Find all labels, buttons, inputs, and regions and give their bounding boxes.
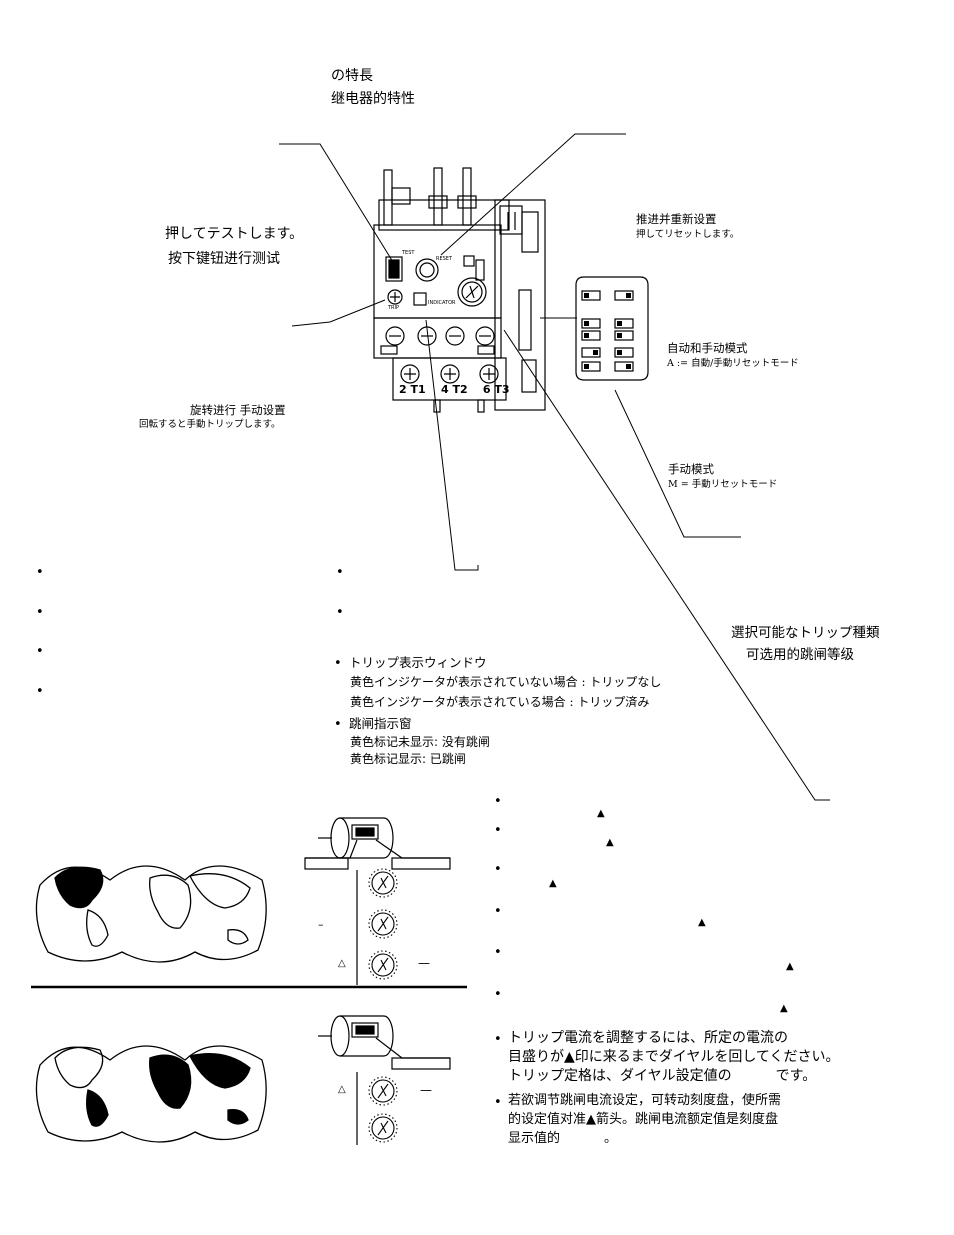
triangle-2: ▲ bbox=[606, 837, 614, 848]
adjust-zh-3a: 显示值的 bbox=[508, 1131, 561, 1146]
dial-upper-1 bbox=[368, 868, 398, 898]
dial-knob-lower bbox=[318, 1015, 451, 1145]
adjust-jp-3: トリップ定格は、ダイヤル設定値の です。 bbox=[508, 1068, 816, 1086]
callout-reset-zh: 推进并重新设置 bbox=[636, 212, 717, 226]
triangle-3: ▲ bbox=[549, 878, 557, 889]
title-line-1: の特長 bbox=[331, 68, 373, 84]
adjust-zh-3b: 。 bbox=[604, 1131, 618, 1146]
trip-window-title-jp: トリップ表示ウィンドウ bbox=[349, 655, 487, 670]
label-reset: RESET bbox=[436, 256, 453, 262]
bullet-mid-2: • bbox=[336, 605, 344, 620]
triangle-5: ▲ bbox=[786, 961, 794, 972]
auto-jp-text: 自動/手動リセットモード bbox=[691, 358, 799, 369]
bullet-right-3: • bbox=[494, 862, 502, 877]
overload-relay-drawing bbox=[373, 167, 546, 413]
callout-trip-class-zh: 可选用的跳闸等级 bbox=[746, 647, 854, 663]
callout-manual-jp: M = 手動リセットモード bbox=[668, 479, 777, 491]
dial-lower-1 bbox=[368, 1076, 398, 1106]
label-trip: TRIP bbox=[388, 305, 400, 311]
adjust-jp-3a: トリップ定格は、ダイヤル設定値の bbox=[508, 1068, 732, 1084]
label-terminals: 2 T1 4 T2 6 T3 bbox=[399, 383, 510, 396]
bullet-trip-window-zh: • bbox=[334, 717, 342, 732]
callout-manual-trip-zh: 旋转进行 手动设置 bbox=[190, 403, 286, 417]
bullet-left-4: • bbox=[36, 684, 44, 699]
trip-window-no-trip-jp: 黄色インジケータが表示されていない場合 : トリップなし bbox=[350, 675, 662, 689]
triangle-6: ▲ bbox=[780, 1003, 788, 1014]
label-indicator: INDICATOR bbox=[428, 300, 456, 306]
label-test: TEST bbox=[402, 250, 415, 256]
world-map-upper bbox=[35, 865, 267, 963]
dial-upper-2 bbox=[368, 909, 398, 939]
bullet-left-3: • bbox=[36, 644, 44, 659]
trip-window-tripped-jp: 黄色インジケータが表示されている場合 : トリップ済み bbox=[350, 695, 650, 709]
symbol-long-dash-upper: — bbox=[418, 956, 430, 970]
leader-trip-class bbox=[503, 329, 830, 801]
trip-window-no-trip-zh: 黄色标记未显示: 没有跳闸 bbox=[350, 735, 490, 749]
bullet-right-2: • bbox=[494, 823, 502, 838]
triangle-1: ▲ bbox=[597, 808, 605, 819]
adjust-jp-2: 目盛りが▲印に来るまでダイヤルを回してください。 bbox=[508, 1049, 840, 1065]
bullet-adjust-jp: • bbox=[494, 1032, 502, 1047]
adjust-zh-1: 若欲调节跳闸电流设定，可转动刻度盘，使所需 bbox=[508, 1093, 782, 1108]
leader-manual-mode bbox=[614, 389, 741, 538]
symbol-delta-lower: △ bbox=[338, 1084, 346, 1095]
callout-auto-jp: A := 自動/手動リセットモード bbox=[667, 358, 799, 370]
bullet-right-5: • bbox=[494, 945, 502, 960]
auto-prefix: A := bbox=[667, 358, 689, 369]
leader-test bbox=[279, 143, 394, 263]
dial-upper-3 bbox=[368, 950, 398, 980]
manual-jp-text: 手動リセットモード bbox=[691, 479, 778, 490]
bullet-right-6: • bbox=[494, 987, 502, 1002]
callout-auto-zh: 自动和手动模式 bbox=[667, 341, 748, 355]
callout-manual-zh: 手动模式 bbox=[668, 462, 714, 476]
symbol-long-dash-lower: — bbox=[420, 1083, 432, 1097]
bullet-right-4: • bbox=[494, 904, 502, 919]
dial-knob-upper bbox=[304, 817, 451, 985]
adjust-jp-3b: です。 bbox=[775, 1068, 817, 1084]
bullet-left-1: • bbox=[36, 565, 44, 580]
manual-prefix: M = bbox=[668, 479, 689, 490]
trip-window-tripped-zh: 黄色标记显示: 已跳闸 bbox=[350, 752, 466, 766]
callout-trip-class-jp: 選択可能なトリップ種類 bbox=[731, 625, 880, 641]
dip-switch-panel bbox=[575, 276, 649, 381]
bullet-adjust-zh: • bbox=[494, 1095, 502, 1110]
dial-lower-2 bbox=[368, 1113, 398, 1143]
callout-test-jp: 押してテストします。 bbox=[165, 226, 304, 242]
callout-test-zh: 按下键钮进行测试 bbox=[168, 251, 280, 267]
leader-trip-window bbox=[425, 319, 479, 571]
triangle-4: ▲ bbox=[698, 917, 706, 928]
callout-reset-jp: 押してリセットします。 bbox=[636, 229, 740, 240]
symbol-dash: – bbox=[318, 918, 324, 931]
callout-manual-trip-jp: 回転すると手動トリップします。 bbox=[139, 419, 281, 430]
adjust-zh-2: 的设定值对准▲箭头。跳闸电流额定值是刻度盘 bbox=[508, 1112, 778, 1127]
bullet-left-2: • bbox=[36, 605, 44, 620]
trip-window-title-zh: 跳闸指示窗 bbox=[349, 716, 412, 731]
title-line-2: 继电器的特性 bbox=[331, 91, 415, 107]
world-map-lower bbox=[35, 1045, 267, 1143]
adjust-jp-1: トリップ電流を調整するには、所定の電流の bbox=[508, 1030, 788, 1046]
adjust-zh-3: 显示值的 。 bbox=[508, 1131, 617, 1147]
leader-manual-trip bbox=[291, 299, 386, 327]
symbol-delta-upper: △ bbox=[338, 958, 346, 969]
leader-reset bbox=[440, 133, 626, 256]
bullet-mid-1: • bbox=[336, 565, 344, 580]
bullet-right-1: • bbox=[494, 794, 502, 809]
bullet-trip-window-jp: • bbox=[334, 656, 342, 671]
